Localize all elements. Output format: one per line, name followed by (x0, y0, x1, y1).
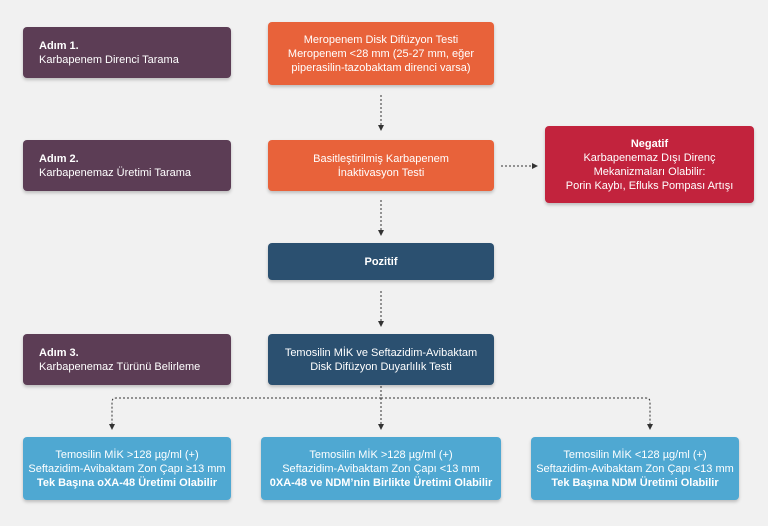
negative-line-3: Porin Kaybı, Efluks Pompası Artışı (565, 179, 734, 192)
temocillin-line-2: Disk Difüzyon Duyarlılık Testi (310, 360, 452, 373)
step-3-title: Adım 3. (39, 346, 79, 359)
meropenem-line-3: piperasilin-tazobaktam direnci varsa) (291, 61, 471, 74)
negative-line-1: Karbapenemaz Dışı Direnç (583, 151, 716, 164)
result-oxa48-box: Temosilin MİK >128 µg/ml (+) Seftazidim-… (23, 437, 231, 500)
result-ndm-line-2: Seftazidim-Avibaktam Zon Çapı <13 mm (536, 462, 734, 475)
step-3-box: Adım 3. Karbapenemaz Türünü Belirleme (23, 334, 231, 385)
step-2-box: Adım 2. Karbapenemaz Üretimi Tarama (23, 140, 231, 191)
result-oxa48-conclusion: Tek Başına oXA-48 Üretimi Olabilir (36, 476, 218, 489)
meropenem-line-2: Meropenem <28 mm (25-27 mm, eğer (287, 47, 475, 60)
result-oxa48-line-1: Temosilin MİK >128 µg/ml (+) (55, 448, 199, 461)
step-1-title: Adım 1. (39, 39, 79, 52)
result-ndm-conclusion: Tek Başına NDM Üretimi Olabilir (551, 476, 719, 489)
result-ndm-line-1: Temosilin MİK <128 µg/ml (+) (563, 448, 707, 461)
negative-result-box: Negatif Karbapenemaz Dışı Direnç Mekaniz… (545, 126, 754, 203)
step-2-title: Adım 2. (39, 152, 79, 165)
result-oxa48-ndm-conclusion: 0XA-48 ve NDM’nin Birlikte Üretimi Olabi… (269, 476, 493, 489)
arrow-box3-to-result-left (109, 386, 382, 430)
step-3-text: Karbapenemaz Türünü Belirleme (39, 360, 201, 373)
step-1-text: Karbapenem Direnci Tarama (39, 53, 179, 66)
inactivation-line-1: Basitleştirilmiş Karbapenem (313, 152, 449, 165)
step-2-text: Karbapenemaz Üretimi Tarama (39, 166, 192, 179)
inactivation-line-2: İnaktivasyon Testi (337, 166, 425, 179)
result-ndm-box: Temosilin MİK <128 µg/ml (+) Seftazidim-… (531, 437, 739, 500)
positive-title: Pozitif (364, 255, 398, 268)
result-oxa48-ndm-line-1: Temosilin MİK >128 µg/ml (+) (309, 448, 453, 461)
meropenem-line-1: Meropenem Disk Difüzyon Testi (303, 33, 459, 46)
step-1-box: Adım 1. Karbapenem Direnci Tarama (23, 27, 231, 78)
result-oxa48-ndm-line-2: Seftazidim-Avibaktam Zon Çapı <13 mm (282, 462, 480, 475)
arrow-box3-to-result-right (381, 397, 653, 430)
result-oxa48-ndm-box: Temosilin MİK >128 µg/ml (+) Seftazidim-… (261, 437, 501, 500)
temocillin-test-box: Temosilin MİK ve Seftazidim-Avibaktam Di… (268, 334, 494, 385)
result-oxa48-line-2: Seftazidim-Avibaktam Zon Çapı ≥13 mm (28, 462, 226, 475)
negative-title: Negatif (630, 137, 669, 150)
inactivation-test-box: Basitleştirilmiş Karbapenem İnaktivasyon… (268, 140, 494, 191)
temocillin-line-1: Temosilin MİK ve Seftazidim-Avibaktam (284, 346, 478, 359)
negative-line-2: Mekanizmaları Olabilir: (593, 165, 706, 178)
meropenem-test-box: Meropenem Disk Difüzyon Testi Meropenem … (268, 22, 494, 85)
positive-result-box: Pozitif (268, 243, 494, 280)
